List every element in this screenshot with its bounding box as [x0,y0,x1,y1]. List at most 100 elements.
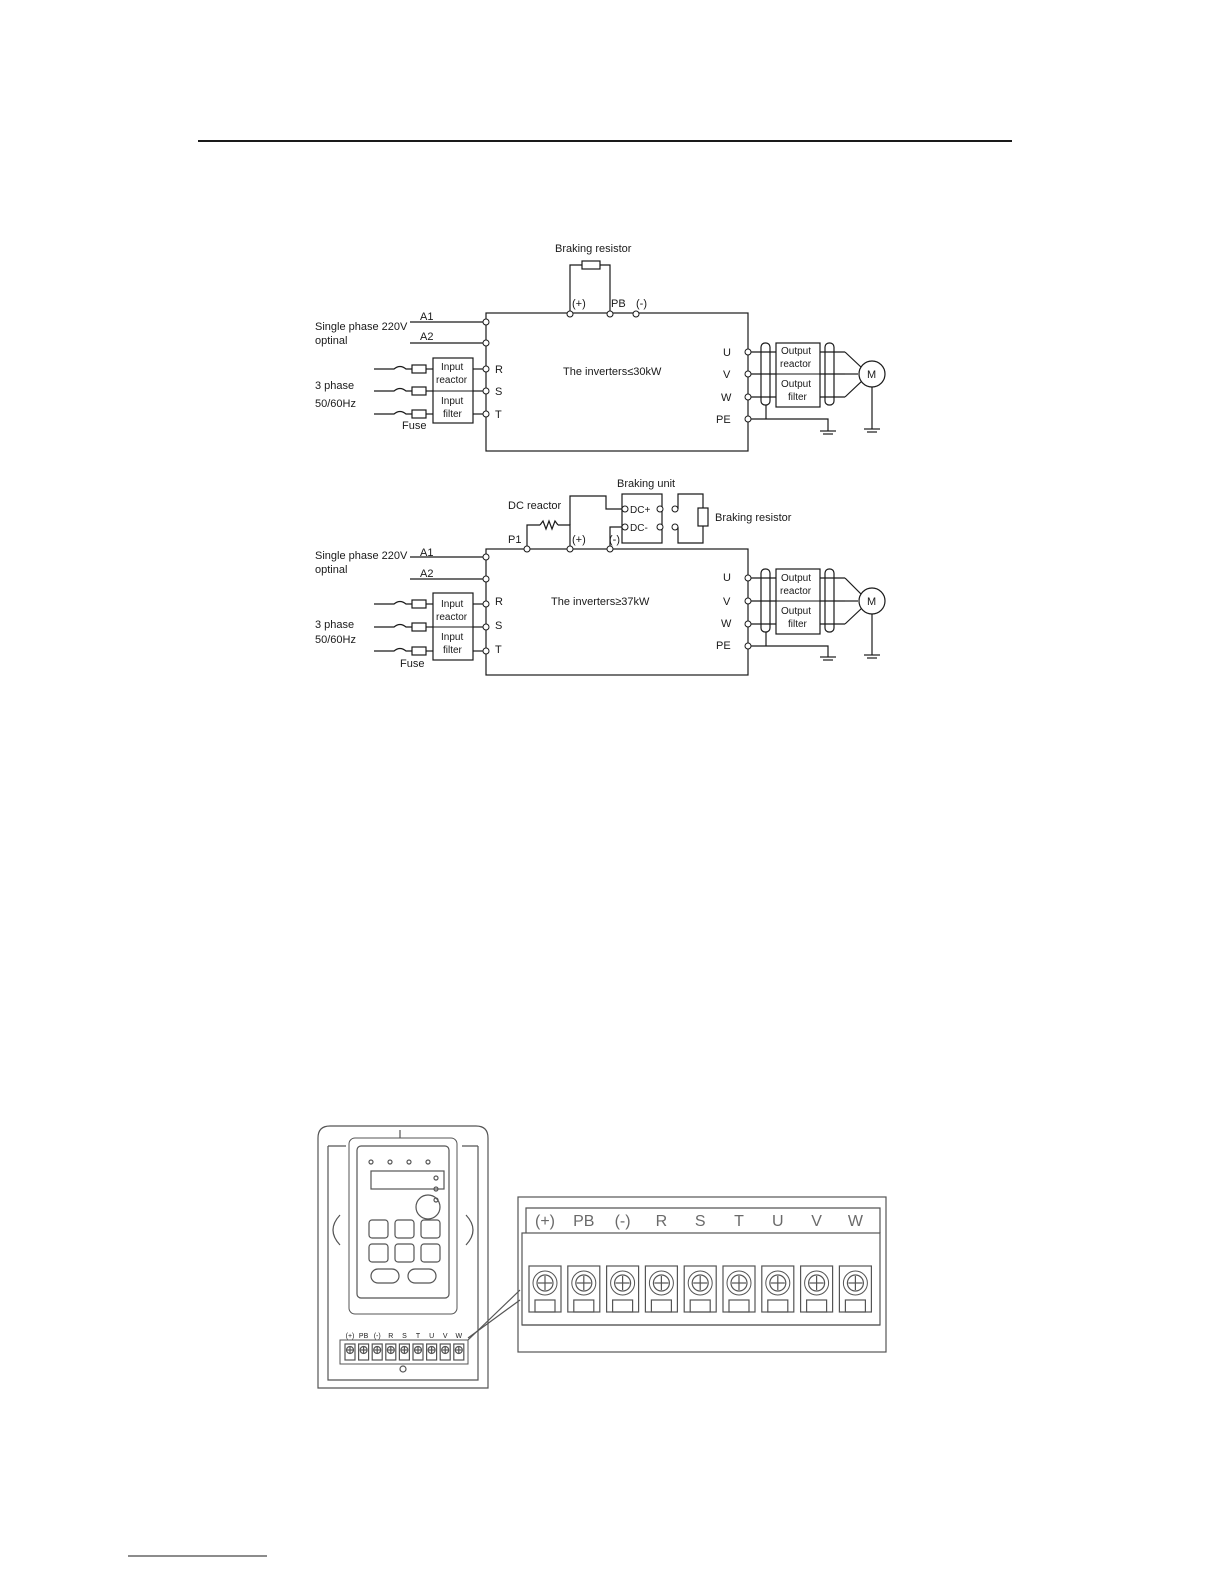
terminal-label: (+) [535,1213,555,1230]
a2-label: A2 [420,331,433,343]
small-terminal-label: S [402,1333,407,1340]
small-terminal-3: R [385,1333,397,1361]
braking-resistor-label-2: Braking resistor [715,512,792,524]
svg-text:optinal: optinal [315,564,347,576]
svg-text:U: U [723,347,731,359]
small-terminal-2: (-) [371,1333,383,1361]
svg-text:filter: filter [443,645,463,656]
braking-unit-box [621,493,663,544]
terminal-label: (-) [615,1213,631,1230]
svg-text:Output: Output [781,379,811,390]
small-terminal-label: PB [359,1333,369,1340]
svg-text:R: R [495,364,503,376]
dc-reactor-symbol [539,519,559,531]
inverter-label-37kw: The inverters≥37kW [551,596,650,608]
small-terminal-label: (+) [346,1333,355,1340]
terminal-label: U [772,1213,784,1230]
terminal-8: W [838,1213,873,1313]
a1-label: A1 [420,311,433,323]
svg-text:M: M [867,596,876,608]
inverter-box-30kw [485,312,749,452]
small-terminal-label: V [443,1333,448,1340]
terminal-5: T [722,1213,756,1313]
terminal-label: W [848,1213,864,1230]
inverter-box-37kw [485,548,749,676]
terminal-0: (+) [528,1213,562,1313]
three-phase-label: 3 phase [315,380,354,392]
braking-resistor-symbol-2 [697,507,709,527]
braking-resistor-symbol [581,260,601,270]
control-knob [415,1194,441,1220]
svg-text:PE: PE [716,414,731,426]
output-reactor-filter-box [775,342,821,408]
svg-text:Single phase 220V: Single phase 220V [315,550,408,562]
svg-text:S: S [495,386,502,398]
wiring-diagram-37kw: Braking unit DC+ DC- Braking resistor DC… [315,478,886,676]
terminal-7: V [799,1213,834,1313]
wiring-diagram-30kw: Braking resistor The inverters≤30kW (+) … [315,243,886,452]
svg-text:R: R [495,596,503,608]
terminal-label: R [656,1213,668,1230]
svg-text:PE: PE [716,640,731,652]
terminal-label: V [811,1213,822,1230]
svg-text:T: T [495,644,502,656]
svg-text:Output: Output [781,346,811,357]
svg-text:reactor: reactor [780,359,812,370]
three-phase-inputs-30kw [374,364,433,419]
svg-text:Output: Output [781,573,811,584]
svg-text:filter: filter [443,409,463,420]
inverter-housing [317,1125,489,1389]
svg-text:T: T [495,409,502,421]
svg-text:Input: Input [441,362,463,373]
svg-text:W: W [721,618,732,630]
terminal-label: S [695,1213,706,1230]
svg-text:V: V [723,596,731,608]
svg-text:DC+: DC+ [630,505,650,516]
small-terminal-5: T [412,1333,424,1361]
svg-text:50/60Hz: 50/60Hz [315,634,356,646]
frequency-label: 50/60Hz [315,398,356,410]
keypad-panel [348,1137,458,1315]
svg-text:A1: A1 [420,547,433,559]
small-terminal-label: W [455,1333,462,1340]
svg-text:W: W [721,392,732,404]
single-phase-label: Single phase 220V [315,321,408,333]
small-terminal-label: T [416,1333,421,1340]
svg-text:filter: filter [788,619,808,630]
terminal-2: (-) [605,1213,640,1313]
svg-text:Input: Input [441,599,463,610]
small-terminal-4: S [398,1333,410,1361]
small-terminal-label: R [388,1333,393,1340]
small-terminal-1: PB [358,1333,370,1361]
svg-text:S: S [495,620,502,632]
small-terminal-8: W [453,1333,465,1361]
svg-text:Output: Output [781,606,811,617]
braking-resistor-label: Braking resistor [555,243,632,255]
display-window [370,1170,445,1190]
terminal-6: U [761,1213,795,1313]
small-terminal-label: U [429,1333,434,1340]
svg-text:U: U [723,572,731,584]
small-terminal-7: V [439,1333,451,1361]
terminal-4: S [683,1213,717,1313]
terminal-minus-label: (-) [636,298,647,310]
svg-text:P1: P1 [508,534,521,546]
fuse-label: Fuse [402,420,426,432]
svg-text:Input: Input [441,632,463,643]
terminal-1: PB [567,1213,601,1313]
small-terminal-label: (-) [374,1333,381,1340]
svg-text:V: V [723,369,731,381]
svg-text:reactor: reactor [780,586,812,597]
svg-text:filter: filter [788,392,808,403]
svg-text:(+): (+) [572,534,586,546]
small-terminal-6: U [426,1333,438,1361]
small-terminal-0: (+) [344,1333,356,1361]
braking-unit-label: Braking unit [617,478,675,490]
terminal-callout-frame [517,1196,887,1353]
